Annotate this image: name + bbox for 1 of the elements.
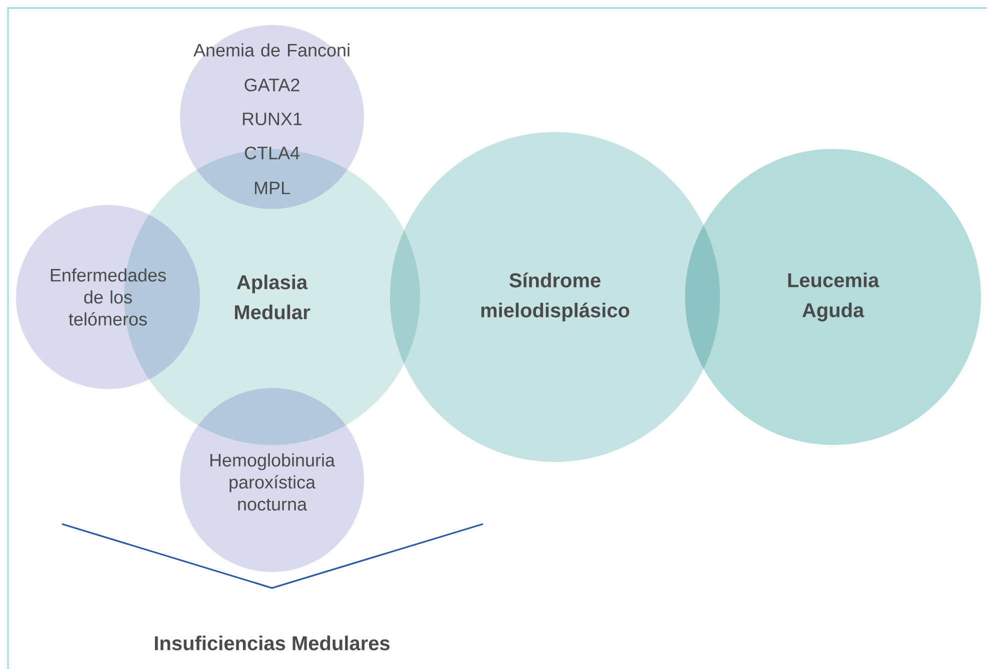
bracket-label: Insuficiencias Medulares [154, 636, 390, 650]
